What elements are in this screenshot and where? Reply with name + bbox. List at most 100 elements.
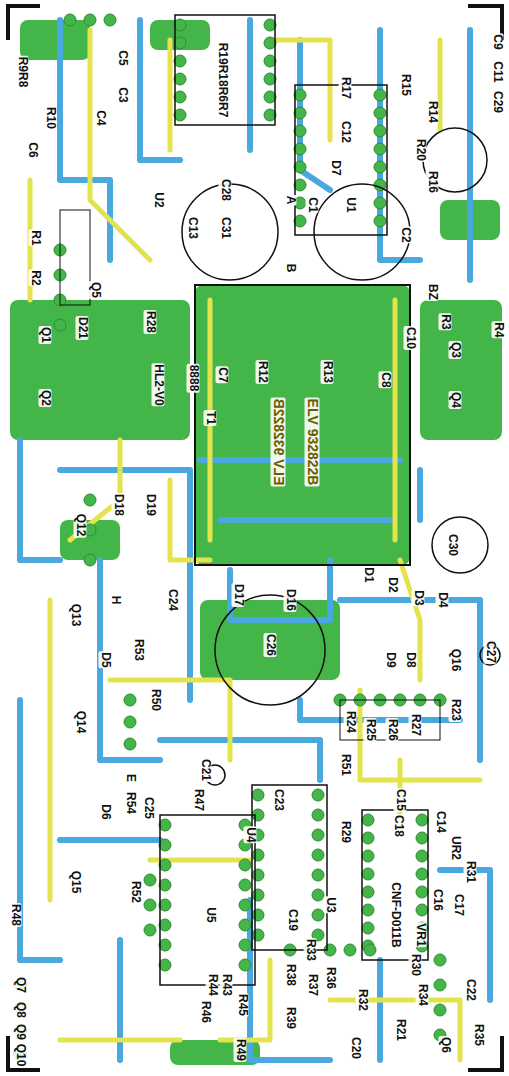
part-label: D6 xyxy=(99,803,112,820)
top-trace xyxy=(170,480,210,560)
solder-pad xyxy=(239,899,251,911)
part-label: HL2-V0 xyxy=(152,363,165,406)
part-label: R47 xyxy=(192,788,205,812)
solder-pad xyxy=(374,197,386,209)
solder-pad xyxy=(362,886,374,898)
solder-pad xyxy=(264,19,276,31)
solder-pad xyxy=(144,924,156,936)
part-label: C17 xyxy=(452,893,465,917)
part-label: Q12 xyxy=(74,513,87,538)
copper-area xyxy=(20,20,90,60)
solder-pad xyxy=(264,91,276,103)
part-label: C26 xyxy=(264,633,277,657)
solder-pad xyxy=(374,125,386,137)
solder-pad xyxy=(84,494,96,506)
top-trace xyxy=(220,960,270,1040)
part-label: Q14 xyxy=(74,710,87,735)
part-label: R27 xyxy=(409,713,422,737)
part-label: D8 xyxy=(404,651,417,668)
corner-mark xyxy=(8,1036,40,1070)
solder-pad xyxy=(174,91,186,103)
part-label: U2 xyxy=(152,191,165,208)
part-label: H xyxy=(109,595,122,606)
solder-pad xyxy=(294,107,306,119)
solder-pad xyxy=(239,859,251,871)
solder-pad xyxy=(264,55,276,67)
part-label: U4 xyxy=(244,826,257,843)
solder-pad xyxy=(124,716,136,728)
component-outline xyxy=(362,810,428,960)
top-trace xyxy=(393,300,398,540)
solder-pad xyxy=(124,694,136,706)
part-label: D18 xyxy=(112,493,125,517)
part-label: D2 xyxy=(386,576,399,593)
part-label: Q13 xyxy=(69,603,82,628)
part-label: R4 xyxy=(492,321,505,338)
part-label: C18 xyxy=(392,814,405,838)
part-label: R30 xyxy=(409,953,422,977)
solder-pad xyxy=(374,143,386,155)
part-label: Q10 xyxy=(14,1043,27,1068)
solder-pad xyxy=(174,19,186,31)
bottom-trace xyxy=(60,837,160,843)
part-label: Q4 xyxy=(449,391,462,409)
solder-pad xyxy=(104,14,116,26)
copper-area xyxy=(170,1040,260,1065)
bottom-trace xyxy=(467,30,473,280)
solder-pad xyxy=(84,14,96,26)
part-label: R29 xyxy=(339,820,352,844)
solder-pad xyxy=(264,73,276,85)
part-label: D17 xyxy=(232,583,245,607)
part-label: Q9 xyxy=(14,1023,27,1041)
part-label: C15 xyxy=(394,788,407,812)
solder-pad xyxy=(64,14,76,26)
solder-pad xyxy=(294,125,306,137)
part-label: Q3 xyxy=(449,341,462,359)
part-label: R35 xyxy=(472,1023,485,1047)
trace-group xyxy=(30,30,480,1060)
component-outline xyxy=(175,15,275,125)
part-label: B xyxy=(284,263,297,274)
part-label: C29 xyxy=(491,90,504,114)
part-label: C27 xyxy=(484,640,497,664)
part-label: D4 xyxy=(436,591,449,608)
part-label: BZ xyxy=(426,283,439,301)
capacitor-outline xyxy=(215,595,325,705)
solder-pad xyxy=(54,319,66,331)
part-label: C11 xyxy=(491,60,504,83)
part-label: R52 xyxy=(129,880,142,904)
part-label: Q8 xyxy=(14,1001,27,1019)
part-label: C12 xyxy=(339,120,352,144)
part-label: R13 xyxy=(321,360,334,384)
top-trace xyxy=(70,440,120,540)
solder-pad xyxy=(416,814,428,826)
part-label: C25 xyxy=(142,796,155,820)
part-label: UR2 xyxy=(449,835,462,861)
part-label: C21 xyxy=(199,758,212,782)
part-label: D3 xyxy=(412,589,425,606)
part-label: Q5 xyxy=(89,281,102,299)
solder-pad xyxy=(362,814,374,826)
part-label: R33 xyxy=(304,938,317,962)
bottom-trace xyxy=(417,470,423,520)
solder-pad xyxy=(312,829,324,841)
solder-pad xyxy=(312,869,324,881)
solder-pad xyxy=(434,954,446,966)
part-label: D21 xyxy=(76,316,89,340)
part-label: U1 xyxy=(344,196,357,213)
part-label: E xyxy=(124,773,137,783)
part-label: C31 xyxy=(219,216,232,240)
part-label: C23 xyxy=(272,788,285,812)
part-label: R44 xyxy=(206,973,219,997)
part-label: C16 xyxy=(431,888,444,912)
registration-marks xyxy=(8,6,502,1070)
solder-pad xyxy=(294,143,306,155)
part-label: R10 xyxy=(44,106,57,130)
solder-pad xyxy=(159,819,171,831)
solder-pad xyxy=(416,904,428,916)
part-label: R39 xyxy=(284,1006,297,1030)
bottom-trace xyxy=(220,517,390,523)
part-label: Q6 xyxy=(439,1036,452,1054)
part-label: C9 xyxy=(491,33,504,50)
solder-pad xyxy=(362,904,374,916)
